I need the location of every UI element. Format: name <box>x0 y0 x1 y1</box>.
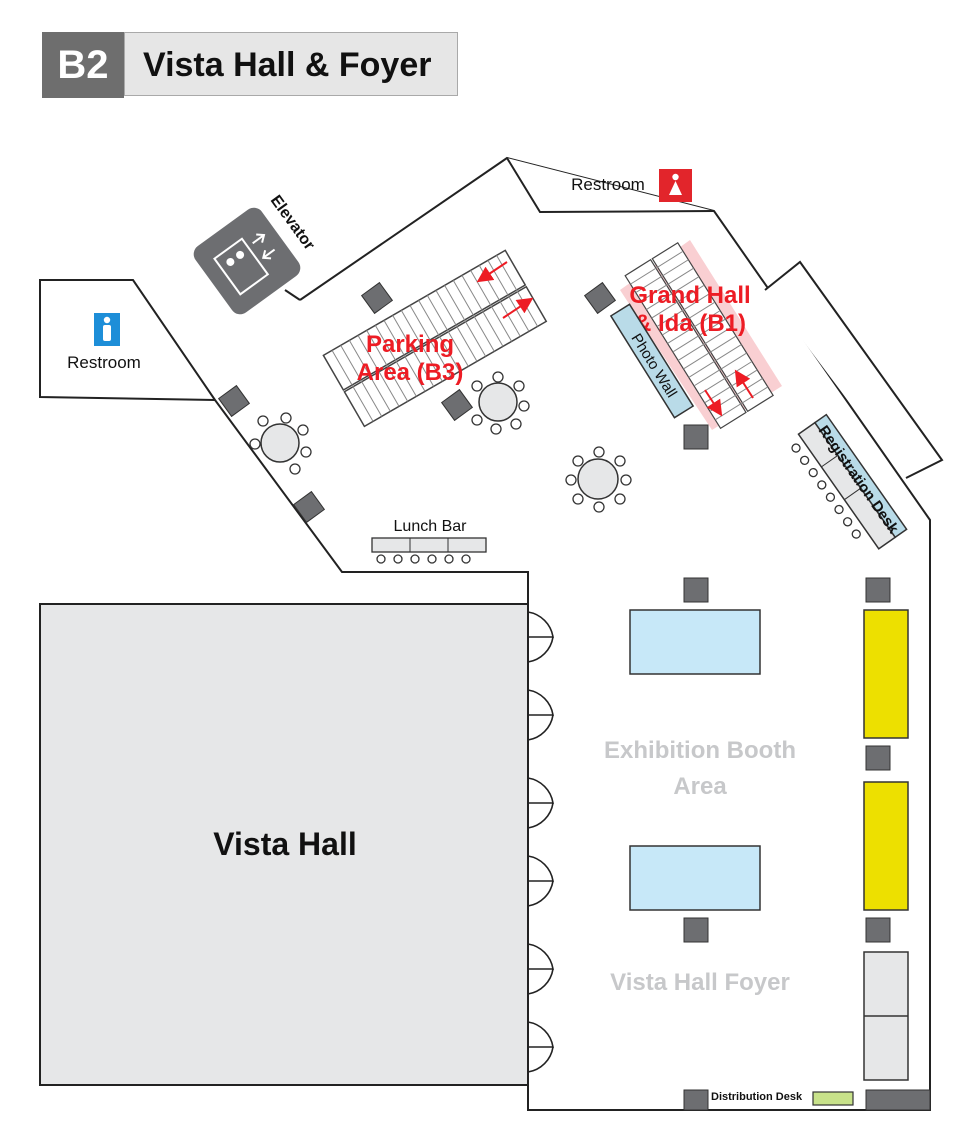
pillars <box>217 281 931 1111</box>
vista-hall-label: Vista Hall <box>213 826 356 862</box>
round-tables <box>249 371 632 513</box>
restroom-men-label: Restroom <box>67 353 141 372</box>
level-badge: B2 <box>42 32 124 98</box>
restroom-men[interactable]: Restroom <box>67 313 141 372</box>
exhibition-label-line1: Exhibition Booth <box>604 737 796 764</box>
escalator-up-arrow-b1 <box>734 369 754 399</box>
grandhall-label-line2: & Ida (B1) <box>634 310 746 337</box>
round-table <box>249 412 312 475</box>
escalator-down-arrow <box>476 261 508 283</box>
level-header: B2 Vista Hall & Foyer <box>42 32 460 98</box>
right-wall-booths[interactable] <box>863 609 909 1081</box>
restroom-women-label: Restroom <box>571 175 645 194</box>
lunch-bar[interactable]: Lunch Bar <box>371 518 487 564</box>
distribution-label: Distribution Desk <box>711 1091 803 1103</box>
page-title: Vista Hall & Foyer <box>124 32 458 96</box>
lunch-bar-label: Lunch Bar <box>394 518 468 535</box>
parking-escalators[interactable]: Parking Area (B3) <box>322 249 548 428</box>
vista-hall-doors <box>527 611 554 1073</box>
round-table <box>471 371 530 435</box>
grandhall-label-line1: Grand Hall <box>629 282 750 309</box>
escalator-up-arrow <box>502 297 534 319</box>
distribution-desk[interactable]: Distribution Desk <box>711 1091 854 1106</box>
foyer-label: Vista Hall Foyer <box>610 969 790 996</box>
restroom-women[interactable]: Restroom <box>571 169 692 202</box>
parking-label-line1: Parking <box>366 331 454 358</box>
exhibition-booths[interactable] <box>629 609 761 911</box>
elevator[interactable]: Elevator <box>190 192 318 318</box>
parking-label-line2: Area (B3) <box>357 359 464 386</box>
exhibition-label-line2: Area <box>673 773 727 800</box>
grandhall-escalators[interactable]: Grand Hall & Ida (B1) <box>620 240 782 430</box>
escalator-down-arrow-b1 <box>704 389 723 417</box>
vista-hall-room[interactable] <box>39 603 529 1086</box>
elevator-icon <box>193 207 301 315</box>
round-table <box>565 446 632 513</box>
